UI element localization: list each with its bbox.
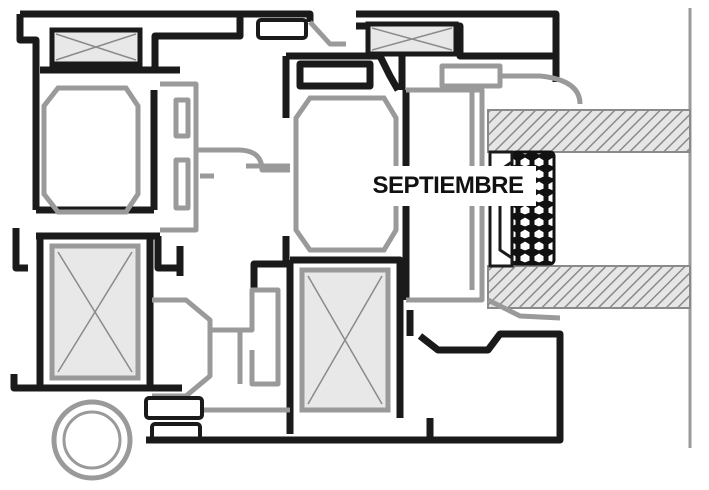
diagram-label: SEPTIEMBRE — [372, 172, 524, 199]
lower-thermal-break — [152, 287, 290, 413]
glass-pane-top — [487, 109, 691, 153]
bottom-frame-profile — [146, 310, 564, 444]
left-frame-profile — [10, 10, 244, 392]
left-insulation-top — [49, 27, 143, 67]
left-upper-chamber — [41, 85, 141, 215]
top-gasket — [256, 18, 308, 40]
sash-upper-chamber — [293, 95, 399, 253]
middle-thermal-break — [160, 20, 346, 233]
diagram-label-box: SEPTIEMBRE — [360, 166, 536, 206]
roller-circle — [51, 399, 133, 481]
glass-pane-bottom — [487, 265, 691, 309]
bottom-gasket — [144, 396, 204, 420]
